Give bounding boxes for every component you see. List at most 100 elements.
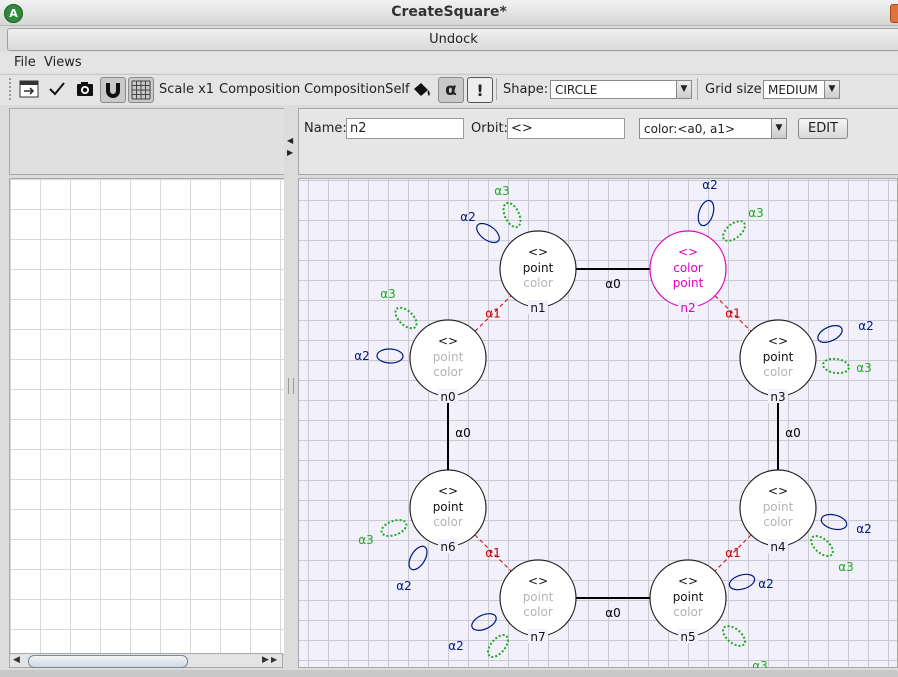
loop-n2[interactable] bbox=[720, 217, 749, 244]
window-title: CreateSquare* bbox=[391, 4, 507, 20]
alpha-toggle-button[interactable]: α bbox=[438, 77, 464, 103]
loop-n5[interactable] bbox=[720, 622, 749, 649]
menu-file[interactable]: File bbox=[14, 55, 36, 70]
toolbar-grip[interactable] bbox=[9, 78, 13, 100]
scroll-left-icon[interactable]: ◀ bbox=[13, 655, 20, 665]
scroll-end-icon[interactable]: ▶ bbox=[271, 655, 278, 664]
edge-label: α0 bbox=[785, 426, 801, 440]
chevron-down-icon[interactable]: ▼ bbox=[824, 80, 840, 99]
app-icon: A bbox=[4, 4, 23, 23]
scale-button[interactable]: Scale x1 bbox=[159, 82, 215, 97]
node-id-bg bbox=[528, 629, 548, 643]
warning-button[interactable]: ! bbox=[467, 77, 493, 103]
edge-n0-n1 bbox=[474, 295, 512, 332]
loop-n3[interactable] bbox=[822, 357, 850, 375]
loop-n4[interactable] bbox=[820, 512, 849, 532]
loop-n3[interactable] bbox=[815, 322, 844, 346]
toolbar-separator bbox=[697, 78, 698, 100]
status-strip bbox=[0, 670, 898, 677]
grid-size-select[interactable]: MEDIUM bbox=[763, 80, 825, 99]
loop-n0[interactable] bbox=[392, 304, 420, 332]
orbit-field[interactable]: <> bbox=[507, 118, 625, 139]
node-embedding-1: point bbox=[523, 261, 554, 275]
edge-label: α1 bbox=[485, 307, 501, 321]
camera-icon[interactable] bbox=[73, 77, 97, 101]
check-icon[interactable] bbox=[45, 77, 69, 101]
loop-n4[interactable] bbox=[808, 532, 837, 560]
collapse-left-icon[interactable]: ◀ bbox=[287, 136, 294, 145]
node-embedding-2: color bbox=[523, 276, 553, 290]
grid-icon[interactable] bbox=[128, 77, 154, 103]
loop-n2[interactable] bbox=[695, 198, 716, 227]
loop-n5[interactable] bbox=[728, 572, 757, 593]
undock-button[interactable]: Undock bbox=[7, 28, 898, 51]
edge-n6-n7 bbox=[474, 534, 512, 572]
chevron-down-icon[interactable]: ▼ bbox=[676, 80, 692, 99]
node-embedding-2: point bbox=[673, 276, 704, 290]
splitter-grip[interactable] bbox=[288, 378, 294, 394]
left-top-panel bbox=[9, 108, 285, 175]
close-window-button[interactable] bbox=[890, 4, 898, 23]
loop-n1[interactable] bbox=[473, 220, 502, 247]
edge-label: α1 bbox=[485, 546, 501, 560]
node-embedding-1: point bbox=[673, 590, 704, 604]
edge-label: α0 bbox=[605, 606, 621, 620]
node-orbit: <> bbox=[768, 334, 788, 348]
loop-label: α3 bbox=[838, 560, 854, 574]
edge-n4-n5 bbox=[714, 534, 752, 572]
node-id: n1 bbox=[530, 301, 545, 315]
menu-bar bbox=[0, 52, 898, 73]
loop-label: α3 bbox=[494, 184, 510, 198]
loop-n0[interactable] bbox=[376, 348, 404, 364]
node-orbit: <> bbox=[438, 484, 458, 498]
overview-canvas[interactable] bbox=[9, 178, 285, 655]
node-id: n3 bbox=[770, 390, 785, 404]
paint-bucket-icon[interactable] bbox=[410, 77, 434, 101]
node-embedding-1: point bbox=[763, 500, 794, 514]
menu-views[interactable]: Views bbox=[44, 55, 82, 70]
node-embedding-2: color bbox=[433, 515, 463, 529]
shape-select[interactable]: CIRCLE bbox=[550, 80, 677, 99]
node-id: n4 bbox=[770, 540, 785, 554]
node-id-bg bbox=[678, 300, 698, 314]
node-embedding-1: color bbox=[673, 261, 703, 275]
scroll-right-icon[interactable]: ▶ bbox=[262, 655, 269, 665]
toolbar-separator bbox=[496, 78, 497, 100]
loop-label: α3 bbox=[380, 287, 396, 301]
title-bar bbox=[0, 0, 898, 26]
loop-n7[interactable] bbox=[484, 632, 511, 661]
embedding-select[interactable]: color:<a0, a1> bbox=[639, 118, 772, 139]
name-field[interactable]: n2 bbox=[346, 118, 464, 139]
node-id-bg bbox=[768, 539, 788, 553]
loop-n7[interactable] bbox=[469, 610, 498, 633]
split-divider[interactable] bbox=[284, 108, 296, 668]
node-embedding-1: point bbox=[433, 500, 464, 514]
expand-right-icon[interactable]: ▶ bbox=[287, 148, 294, 157]
node-id-bg bbox=[528, 300, 548, 314]
node-orbit: <> bbox=[438, 334, 458, 348]
magnet-icon[interactable] bbox=[100, 77, 126, 103]
loop-n1[interactable] bbox=[500, 200, 524, 229]
grid-size-label: Grid size: bbox=[705, 82, 767, 97]
node-id: n5 bbox=[680, 630, 695, 644]
scrollbar-thumb[interactable] bbox=[28, 655, 188, 668]
edit-button[interactable]: EDIT bbox=[798, 118, 848, 139]
node-embedding-1: point bbox=[433, 350, 464, 364]
loop-n6[interactable] bbox=[379, 517, 408, 539]
node-id-bg bbox=[438, 389, 458, 403]
node-orbit: <> bbox=[678, 574, 698, 588]
loop-label: α2 bbox=[396, 579, 412, 593]
export-icon[interactable] bbox=[17, 77, 41, 101]
chevron-down-icon[interactable]: ▼ bbox=[771, 118, 787, 139]
composition-button[interactable]: Composition bbox=[219, 82, 301, 97]
node-embedding-2: color bbox=[673, 605, 703, 619]
loop-n6[interactable] bbox=[405, 543, 430, 572]
node-orbit: <> bbox=[768, 484, 788, 498]
shape-label: Shape: bbox=[503, 82, 549, 97]
node-embedding-2: color bbox=[763, 515, 793, 529]
graph-canvas[interactable] bbox=[298, 178, 898, 668]
name-label: Name: bbox=[304, 121, 347, 136]
node-id-bg bbox=[438, 539, 458, 553]
composition-self-button[interactable]: CompositionSelf bbox=[304, 82, 410, 97]
